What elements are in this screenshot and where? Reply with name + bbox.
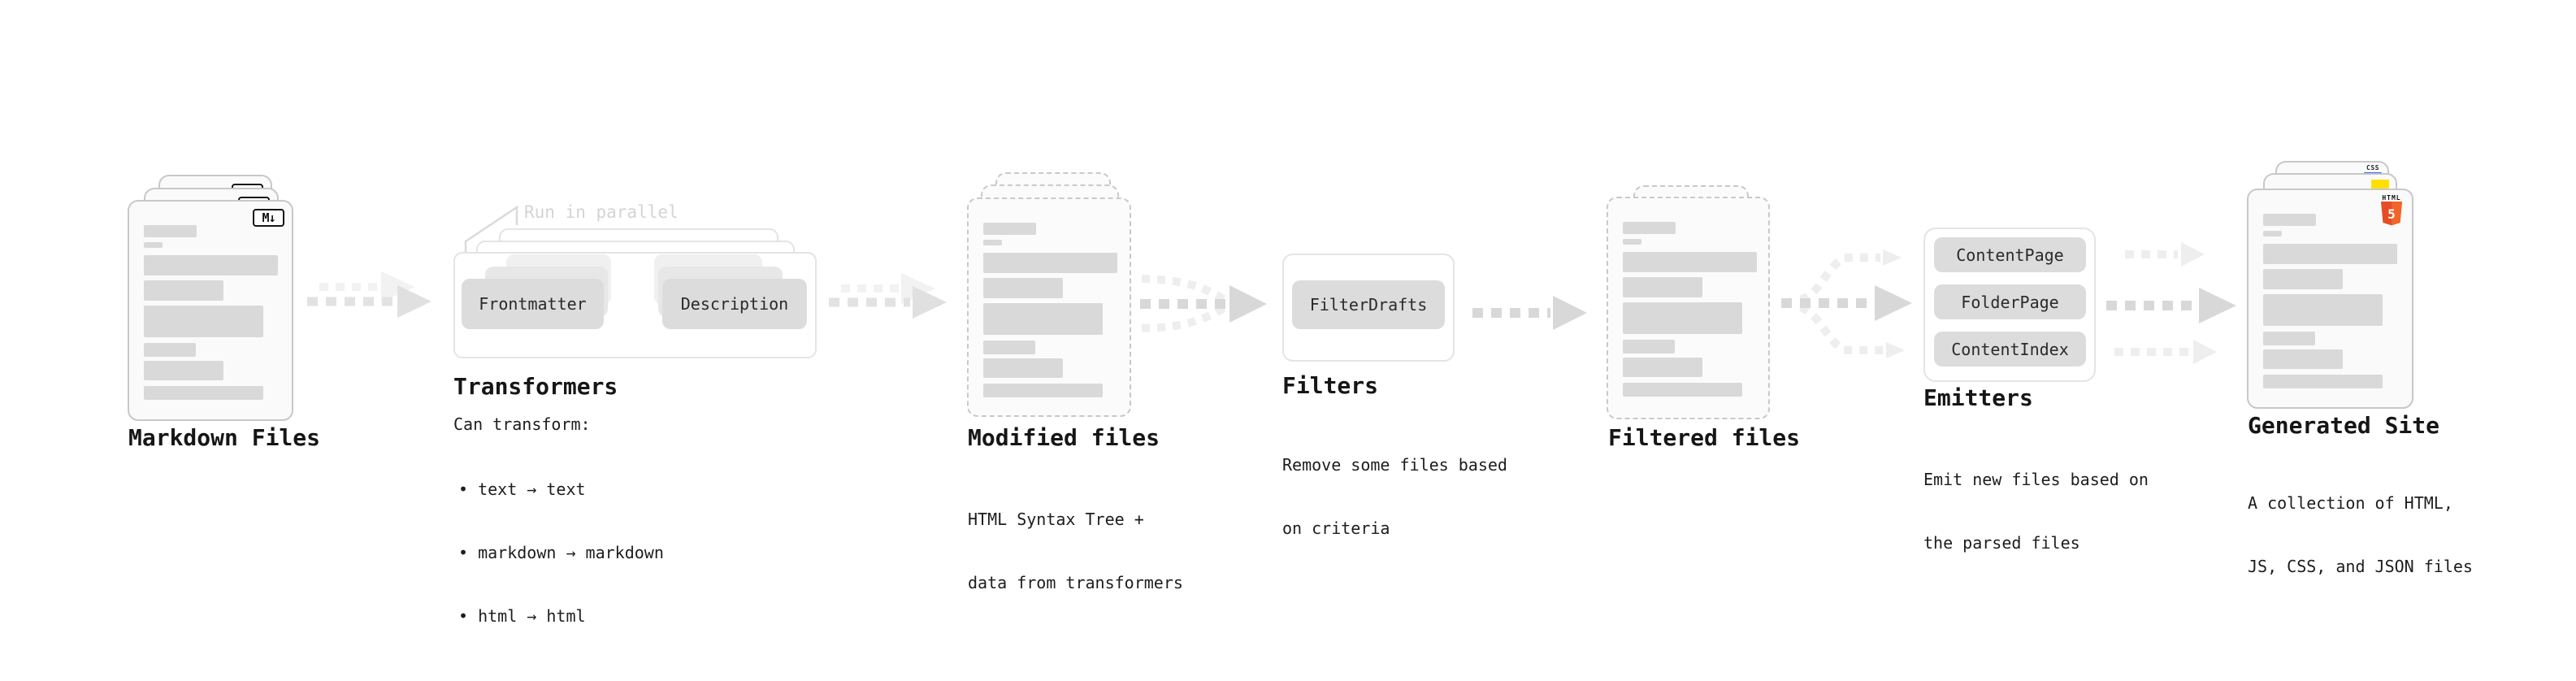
bullet-item: • text → text: [458, 479, 586, 499]
arrow-filtered-to-emitters-fanout: [1781, 249, 1912, 358]
transformers-bullet-list: • text → text • markdown → markdown • ht…: [458, 436, 664, 669]
filter-drafts-box-label: FilterDrafts: [1309, 295, 1428, 314]
html5-number: 5: [2387, 206, 2396, 222]
arrow-transformers-to-modified: [829, 273, 947, 319]
stage-title-filtered-files: Filtered files: [1608, 424, 1801, 451]
arrow-modified-to-filters-merge: [1140, 275, 1267, 332]
stage-title-markdown-files: Markdown Files: [128, 424, 321, 451]
description-line: on criteria: [1282, 518, 1390, 538]
doc-content-bars: [129, 202, 292, 419]
description-line: Remove some files based: [1282, 455, 1507, 475]
run-in-parallel-note: Run in parallel: [524, 202, 679, 222]
emitter-content-index-box: ContentIndex: [1934, 332, 2086, 367]
emitter-box-label: ContentPage: [1956, 245, 2064, 265]
html-file-card: HTML 5: [2247, 189, 2413, 409]
description-box-label: Description: [680, 294, 789, 314]
filters-description: Remove some files based on criteria: [1282, 412, 1507, 581]
html5-icon: HTML 5: [2380, 194, 2403, 229]
emitter-content-page-box: ContentPage: [1934, 237, 2086, 272]
arrow-markdown-to-transformers: [307, 271, 432, 318]
doc-content-bars: [969, 199, 1130, 415]
arrow-filters-to-filtered: [1472, 296, 1587, 330]
stage-title-modified-files: Modified files: [968, 424, 1160, 451]
emitter-folder-page-box: FolderPage: [1934, 284, 2086, 319]
doc-content-bars: [1608, 198, 1768, 418]
bullet-item: • html → html: [458, 606, 586, 626]
run-in-parallel-leader-line: [464, 205, 518, 257]
modified-file-card: [967, 197, 1131, 417]
doc-content-bars: [2249, 190, 2412, 407]
transformers-description-heading: Can transform:: [453, 414, 591, 434]
description-box: Description: [662, 279, 807, 329]
description-line: the parsed files: [1923, 533, 2080, 553]
css-icon-label: CSS: [2366, 164, 2379, 171]
markdown-icon: M↓: [253, 209, 284, 227]
modified-files-description: HTML Syntax Tree + data from transformer…: [968, 466, 1183, 635]
description-line: data from transformers: [968, 573, 1183, 592]
stage-title-filters: Filters: [1282, 372, 1379, 399]
stage-title-transformers: Transformers: [453, 373, 618, 400]
filter-drafts-box: FilterDrafts: [1292, 280, 1445, 329]
arrow-emitters-to-generated: [2106, 242, 2236, 364]
markdown-file-card: M↓: [128, 200, 293, 421]
emitter-box-label: FolderPage: [1961, 292, 2059, 312]
frontmatter-box-label: Frontmatter: [479, 294, 587, 314]
html5-shield: 5: [2381, 202, 2402, 226]
emitter-box-label: ContentIndex: [1951, 339, 2069, 359]
generated-site-description: A collection of HTML, JS, CSS, and JSON …: [2248, 450, 2473, 619]
description-line: Emit new files based on: [1923, 470, 2149, 489]
filtered-file-card: [1607, 197, 1770, 419]
markdown-icon-glyph: M↓: [262, 210, 275, 225]
description-line: A collection of HTML,: [2248, 493, 2453, 513]
html5-icon-label: HTML: [2382, 194, 2401, 202]
stage-title-generated-site: Generated Site: [2248, 412, 2440, 439]
description-line: JS, CSS, and JSON files: [2248, 557, 2473, 576]
stage-title-emitters: Emitters: [1923, 384, 2033, 411]
frontmatter-box: Frontmatter: [462, 279, 604, 329]
bullet-item: • markdown → markdown: [458, 543, 664, 562]
description-line: HTML Syntax Tree +: [968, 510, 1144, 529]
emitters-description: Emit new files based on the parsed files: [1923, 427, 2149, 596]
